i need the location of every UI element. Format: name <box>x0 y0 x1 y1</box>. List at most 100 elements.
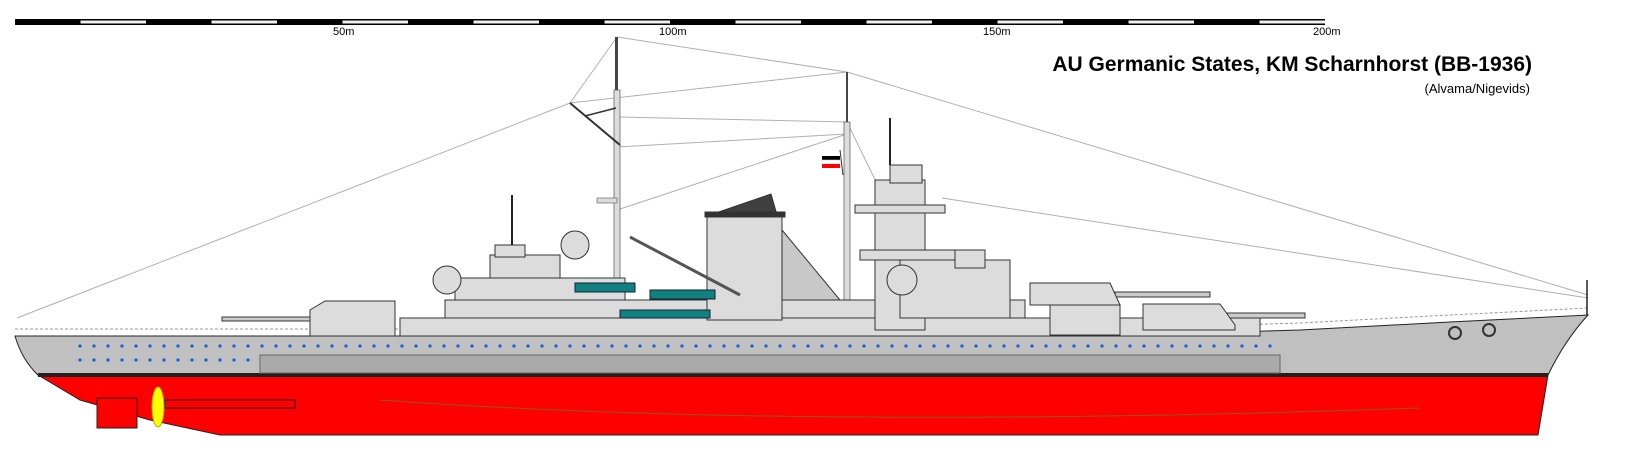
ship-boat <box>574 282 636 293</box>
porthole <box>1170 344 1174 348</box>
porthole <box>1156 344 1160 348</box>
porthole <box>260 344 264 348</box>
turret-b-forward <box>1029 282 1211 336</box>
aft-rangefinder-dome <box>432 265 462 295</box>
armor-belt <box>259 354 1281 374</box>
porthole <box>722 344 726 348</box>
porthole <box>624 344 628 348</box>
scale-bar-segment <box>1259 20 1325 24</box>
drawing-title: AU Germanic States, KM Scharnhorst (BB-1… <box>1052 53 1532 76</box>
scale-bar-segment <box>735 20 801 24</box>
porthole <box>330 344 334 348</box>
porthole <box>876 344 880 348</box>
porthole <box>666 344 670 348</box>
scale-label-100m: 100m <box>659 26 687 38</box>
porthole <box>498 344 502 348</box>
porthole <box>316 344 320 348</box>
porthole <box>1114 344 1118 348</box>
porthole <box>232 344 236 348</box>
porthole <box>1072 344 1076 348</box>
porthole <box>134 358 138 362</box>
scale-bar-segment <box>866 20 932 24</box>
porthole <box>246 358 250 362</box>
porthole <box>176 344 180 348</box>
porthole <box>890 344 894 348</box>
porthole <box>1128 344 1132 348</box>
rigging-lines <box>16 36 1589 319</box>
ship-boat <box>619 309 711 319</box>
porthole <box>372 344 376 348</box>
porthole <box>162 358 166 362</box>
porthole <box>582 344 586 348</box>
porthole <box>652 344 656 348</box>
turret-a-forward <box>1142 303 1306 331</box>
porthole <box>820 344 824 348</box>
porthole <box>806 344 810 348</box>
porthole <box>78 358 82 362</box>
boot-topping <box>38 373 1548 377</box>
porthole <box>92 344 96 348</box>
porthole <box>792 344 796 348</box>
anchor-hawse <box>1448 323 1496 340</box>
forward-rangefinder-dome <box>886 264 918 296</box>
porthole <box>764 344 768 348</box>
porthole <box>862 344 866 348</box>
deck-railing <box>15 307 1589 330</box>
porthole <box>568 344 572 348</box>
porthole <box>204 358 208 362</box>
porthole <box>302 344 306 348</box>
porthole <box>988 344 992 348</box>
porthole <box>1226 344 1230 348</box>
porthole <box>274 344 278 348</box>
scale-label-200m: 200m <box>1313 26 1341 38</box>
scale-bar-segment <box>1128 20 1194 24</box>
boat-crane <box>629 235 741 297</box>
porthole <box>1142 344 1146 348</box>
porthole <box>246 344 250 348</box>
porthole <box>120 358 124 362</box>
porthole <box>946 344 950 348</box>
porthole <box>904 344 908 348</box>
scale-bar-segment <box>211 20 277 24</box>
porthole <box>1254 344 1258 348</box>
porthole <box>1016 344 1020 348</box>
porthole <box>1100 344 1104 348</box>
porthole <box>218 358 222 362</box>
porthole <box>932 344 936 348</box>
porthole <box>680 344 684 348</box>
porthole <box>596 344 600 348</box>
porthole <box>778 344 782 348</box>
porthole <box>1002 344 1006 348</box>
porthole <box>554 344 558 348</box>
porthole <box>1030 344 1034 348</box>
portholes <box>78 344 1272 362</box>
porthole <box>638 344 642 348</box>
scale-bar-segment <box>473 20 539 24</box>
porthole <box>134 344 138 348</box>
porthole <box>456 344 460 348</box>
porthole <box>1184 344 1188 348</box>
porthole <box>386 344 390 348</box>
funnel <box>706 214 783 321</box>
propeller-shaft <box>164 399 296 409</box>
porthole <box>106 358 110 362</box>
porthole <box>358 344 362 348</box>
porthole <box>1212 344 1216 348</box>
porthole <box>526 344 530 348</box>
porthole <box>78 344 82 348</box>
scale-bar-segment <box>997 20 1063 24</box>
ensign-flag <box>821 149 844 176</box>
porthole <box>1268 344 1272 348</box>
scale-bar-segment <box>80 20 146 24</box>
porthole <box>1240 344 1244 348</box>
porthole <box>176 358 180 362</box>
porthole <box>120 344 124 348</box>
secondary-mast <box>843 72 851 303</box>
porthole <box>694 344 698 348</box>
porthole <box>442 344 446 348</box>
scale-label-150m: 150m <box>983 26 1011 38</box>
scale-bar-segment <box>342 20 408 24</box>
superstructure <box>399 118 1261 337</box>
aft-deckhouse <box>399 317 1261 337</box>
